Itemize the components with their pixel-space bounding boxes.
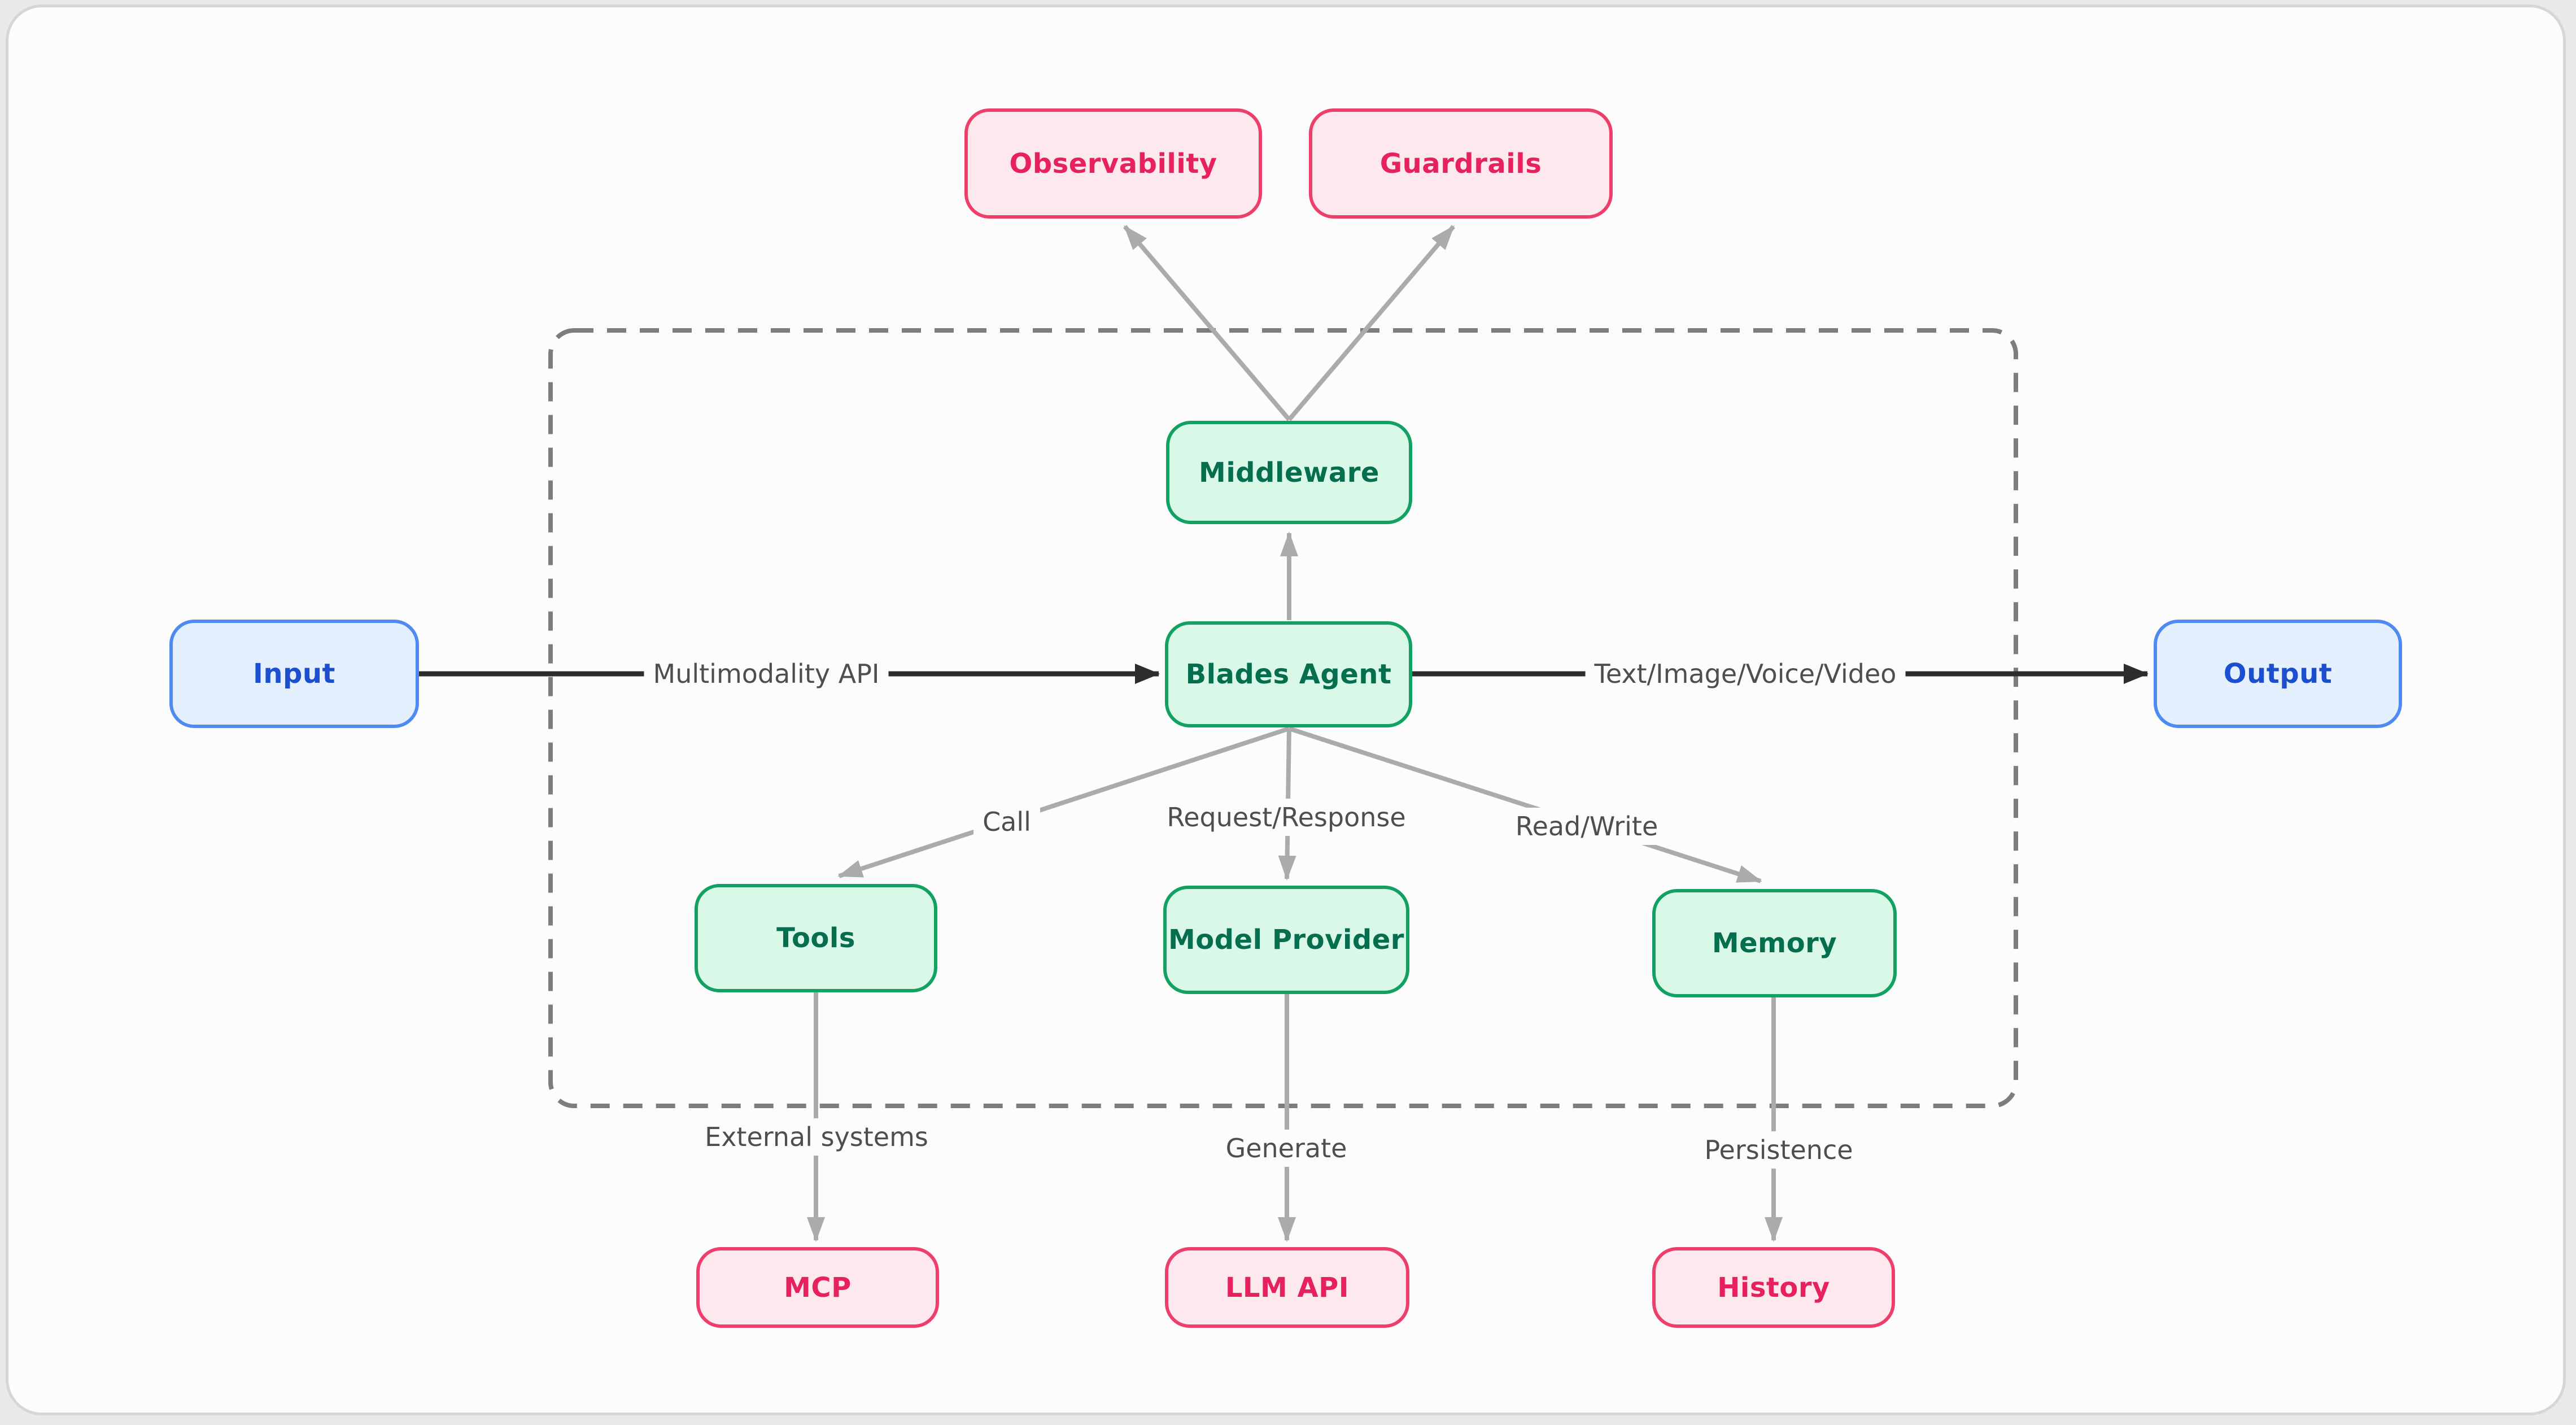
- node-blades-agent: Blades Agent: [1165, 621, 1412, 727]
- edge-label-read-write: Read/Write: [1506, 808, 1667, 845]
- node-output: Output: [2154, 620, 2402, 728]
- edge-agent-tools-line: [837, 726, 1290, 878]
- node-input: Input: [169, 620, 419, 728]
- edge-agent-memory-line: [1288, 726, 1762, 883]
- node-memory: Memory: [1652, 889, 1897, 997]
- node-history: History: [1652, 1247, 1895, 1328]
- node-middleware: Middleware: [1166, 421, 1412, 524]
- edge-middleware-guardrails-line: [1287, 225, 1456, 421]
- edge-label-generate: Generate: [1216, 1130, 1356, 1167]
- edge-label-persistence: Persistence: [1695, 1131, 1862, 1169]
- node-guardrails: Guardrails: [1309, 108, 1613, 219]
- node-mcp: MCP: [696, 1247, 939, 1328]
- node-observability: Observability: [964, 108, 1262, 219]
- edge-label-text-image-voice-video: Text/Image/Voice/Video: [1585, 655, 1906, 692]
- edge-label-multimodality-api: Multimodality API: [644, 655, 889, 692]
- edge-label-external-systems: External systems: [696, 1118, 937, 1156]
- edge-label-call: Call: [973, 803, 1040, 840]
- edge-middleware-observability-line: [1123, 225, 1291, 421]
- edge-label-request-response: Request/Response: [1158, 799, 1415, 836]
- node-model-provider: Model Provider: [1163, 886, 1409, 994]
- agent-boundary-box: [548, 328, 2018, 1108]
- node-tools: Tools: [695, 884, 937, 992]
- node-llm-api: LLM API: [1165, 1247, 1409, 1328]
